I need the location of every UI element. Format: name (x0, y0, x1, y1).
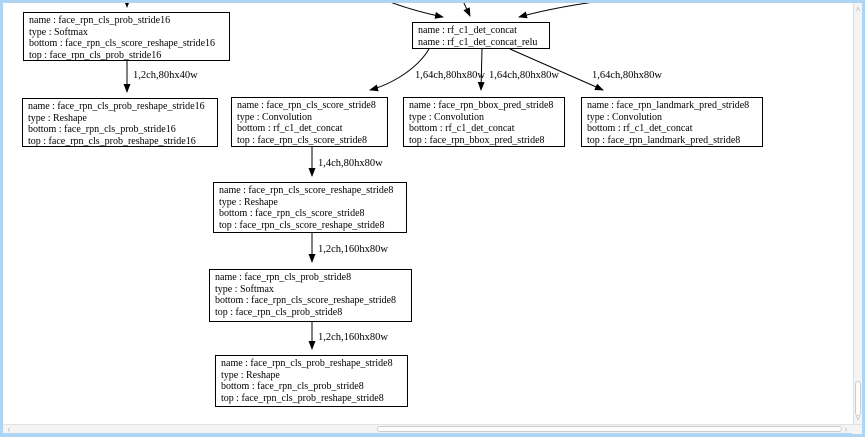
node-face_rpn_cls_prob_reshape_stride8: name : face_rpn_cls_prob_reshape_stride8… (215, 355, 408, 407)
node-face_rpn_cls_prob_stride16: name : face_rpn_cls_prob_stride16 type :… (23, 12, 230, 61)
node-face_rpn_cls_prob_stride8: name : face_rpn_cls_prob_stride8 type : … (209, 269, 412, 322)
scroll-down-button[interactable]: ˅ (854, 412, 863, 424)
node-line: bottom : face_rpn_cls_prob_stride16 (28, 124, 176, 136)
chevron-right-icon: › (844, 424, 848, 434)
node-line: type : Convolution (409, 111, 484, 123)
node-line: name : face_rpn_cls_score_stride8 (237, 100, 376, 111)
node-line: type : Reshape (28, 112, 87, 124)
node-face_rpn_cls_score_reshape_stride8: name : face_rpn_cls_score_reshape_stride… (213, 182, 407, 233)
node-line: bottom : face_rpn_cls_score_stride8 (219, 208, 365, 220)
node-line: name : face_rpn_cls_prob_reshape_stride8 (221, 358, 393, 369)
node-line: top : face_rpn_cls_prob_reshape_stride8 (221, 392, 384, 404)
node-line: name : face_rpn_cls_prob_reshape_stride1… (28, 101, 205, 112)
node-line: bottom : face_rpn_cls_score_reshape_stri… (29, 38, 216, 50)
viewer-frame: name : face_rpn_cls_prob_stride16 type :… (3, 3, 862, 434)
node-line: name : face_rpn_bbox_pred_stride8 (409, 100, 554, 111)
diagram-viewport: name : face_rpn_cls_prob_stride16 type :… (3, 3, 853, 424)
vertical-scroll-track[interactable] (854, 15, 862, 416)
edge-label: 1,64ch,80hx80w (592, 70, 662, 81)
scrollbar-corner (852, 424, 862, 434)
node-line: name : rf_c1_det_concat (418, 25, 517, 36)
node-line: bottom : rf_c1_det_concat (237, 123, 343, 135)
scroll-up-button[interactable]: ˄ (854, 3, 863, 15)
node-line: name : face_rpn_cls_score_reshape_stride… (219, 185, 394, 196)
node-line: name : face_rpn_landmark_pred_stride8 (587, 100, 750, 111)
node-face_rpn_bbox_pred_stride8: name : face_rpn_bbox_pred_stride8 type :… (403, 97, 565, 147)
node-line: name : face_rpn_cls_prob_stride8 (215, 272, 352, 283)
node-line: bottom : rf_c1_det_concat (587, 123, 693, 135)
edge-label: 1,2ch,160hx80w (318, 332, 388, 343)
horizontal-scroll-thumb[interactable] (377, 426, 842, 432)
node-line: top : face_rpn_cls_score_stride8 (237, 134, 367, 146)
node-line: type : Convolution (587, 111, 662, 123)
node-line: top : face_rpn_cls_prob_reshape_stride16 (28, 135, 196, 147)
scroll-left-button[interactable]: ‹ (3, 424, 15, 434)
edge-label: 1,2ch,160hx80w (318, 244, 388, 255)
node-line: type : Reshape (221, 369, 280, 381)
horizontal-scroll-track[interactable] (15, 425, 842, 433)
node-line: top : face_rpn_landmark_pred_stride8 (587, 134, 741, 146)
node-line: bottom : face_rpn_cls_prob_stride8 (221, 381, 364, 393)
node-line: bottom : face_rpn_cls_score_reshape_stri… (215, 295, 397, 307)
vertical-scroll-thumb[interactable] (855, 381, 861, 416)
chevron-down-icon: ˅ (855, 413, 861, 423)
node-face_rpn_cls_prob_reshape_stride16: name : face_rpn_cls_prob_reshape_stride1… (22, 98, 218, 147)
node-line: top : face_rpn_cls_score_reshape_stride8 (219, 219, 385, 231)
chevron-up-icon: ˄ (855, 4, 861, 14)
node-face_rpn_landmark_pred_stride8: name : face_rpn_landmark_pred_stride8 ty… (581, 97, 763, 147)
edge-label: 1,2ch,80hx40w (133, 70, 198, 81)
node-face_rpn_cls_score_stride8: name : face_rpn_cls_score_stride8 type :… (231, 97, 388, 147)
horizontal-scrollbar[interactable]: ‹ › (3, 424, 862, 434)
node-line: type : Reshape (219, 196, 278, 208)
scroll-right-button[interactable]: › (840, 424, 852, 434)
edge-label: 1,64ch,80hx80w (489, 70, 559, 81)
node-rf_c1_det_concat: name : rf_c1_det_concat name : rf_c1_det… (412, 22, 550, 49)
vertical-scrollbar[interactable]: ˄ ˅ (853, 3, 862, 424)
node-line: name : rf_c1_det_concat_relu (418, 36, 538, 48)
edge-label: 1,64ch,80hx80w (415, 70, 485, 81)
node-line: name : face_rpn_cls_prob_stride16 (29, 15, 171, 26)
node-line: top : face_rpn_cls_prob_stride8 (215, 306, 343, 318)
chevron-left-icon: ‹ (7, 424, 11, 434)
node-line: top : face_rpn_cls_prob_stride16 (29, 49, 162, 61)
graph-edges-layer (123, 3, 604, 350)
edge-label: 1,4ch,80hx80w (318, 158, 383, 169)
network-graph-canvas: name : face_rpn_cls_prob_stride16 type :… (3, 3, 853, 424)
node-line: type : Softmax (215, 283, 274, 295)
node-line: top : face_rpn_bbox_pred_stride8 (409, 134, 545, 146)
node-line: type : Softmax (29, 26, 88, 38)
node-line: bottom : rf_c1_det_concat (409, 123, 515, 135)
node-line: type : Convolution (237, 111, 312, 123)
